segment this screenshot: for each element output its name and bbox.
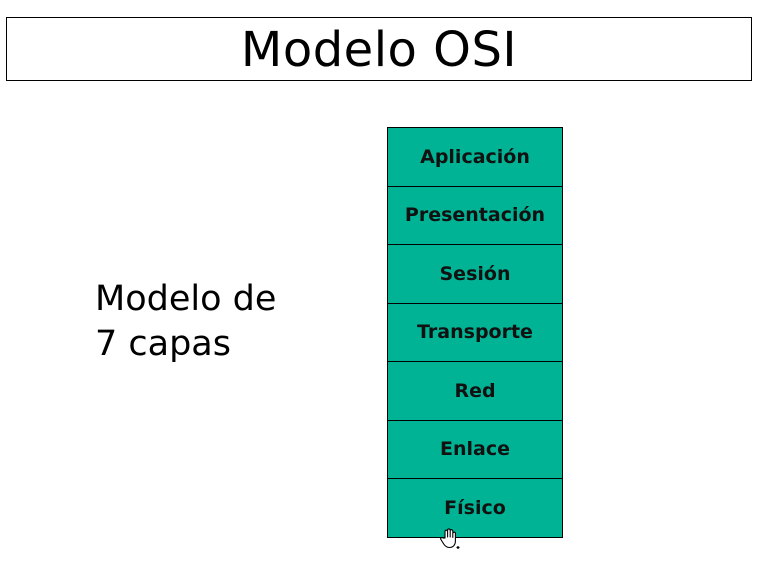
hand-pointer-icon [440,528,460,549]
layer-sesion: Sesión [388,245,562,304]
layer-aplicacion: Aplicación [388,128,562,187]
layer-transporte: Transporte [388,303,562,362]
layer-presentacion: Presentación [388,186,562,245]
layer-enlace: Enlace [388,420,562,479]
side-label: Modelo de 7 capas [95,277,276,367]
slide-title: Modelo OSI [240,22,518,78]
title-box: Modelo OSI [6,17,752,81]
side-label-line-2: 7 capas [95,324,231,364]
side-label-line-1: Modelo de [95,279,277,319]
layer-red: Red [388,362,562,421]
layer-fisico: Físico [388,479,562,537]
osi-layer-stack: Aplicación Presentación Sesión Transport… [387,127,563,538]
